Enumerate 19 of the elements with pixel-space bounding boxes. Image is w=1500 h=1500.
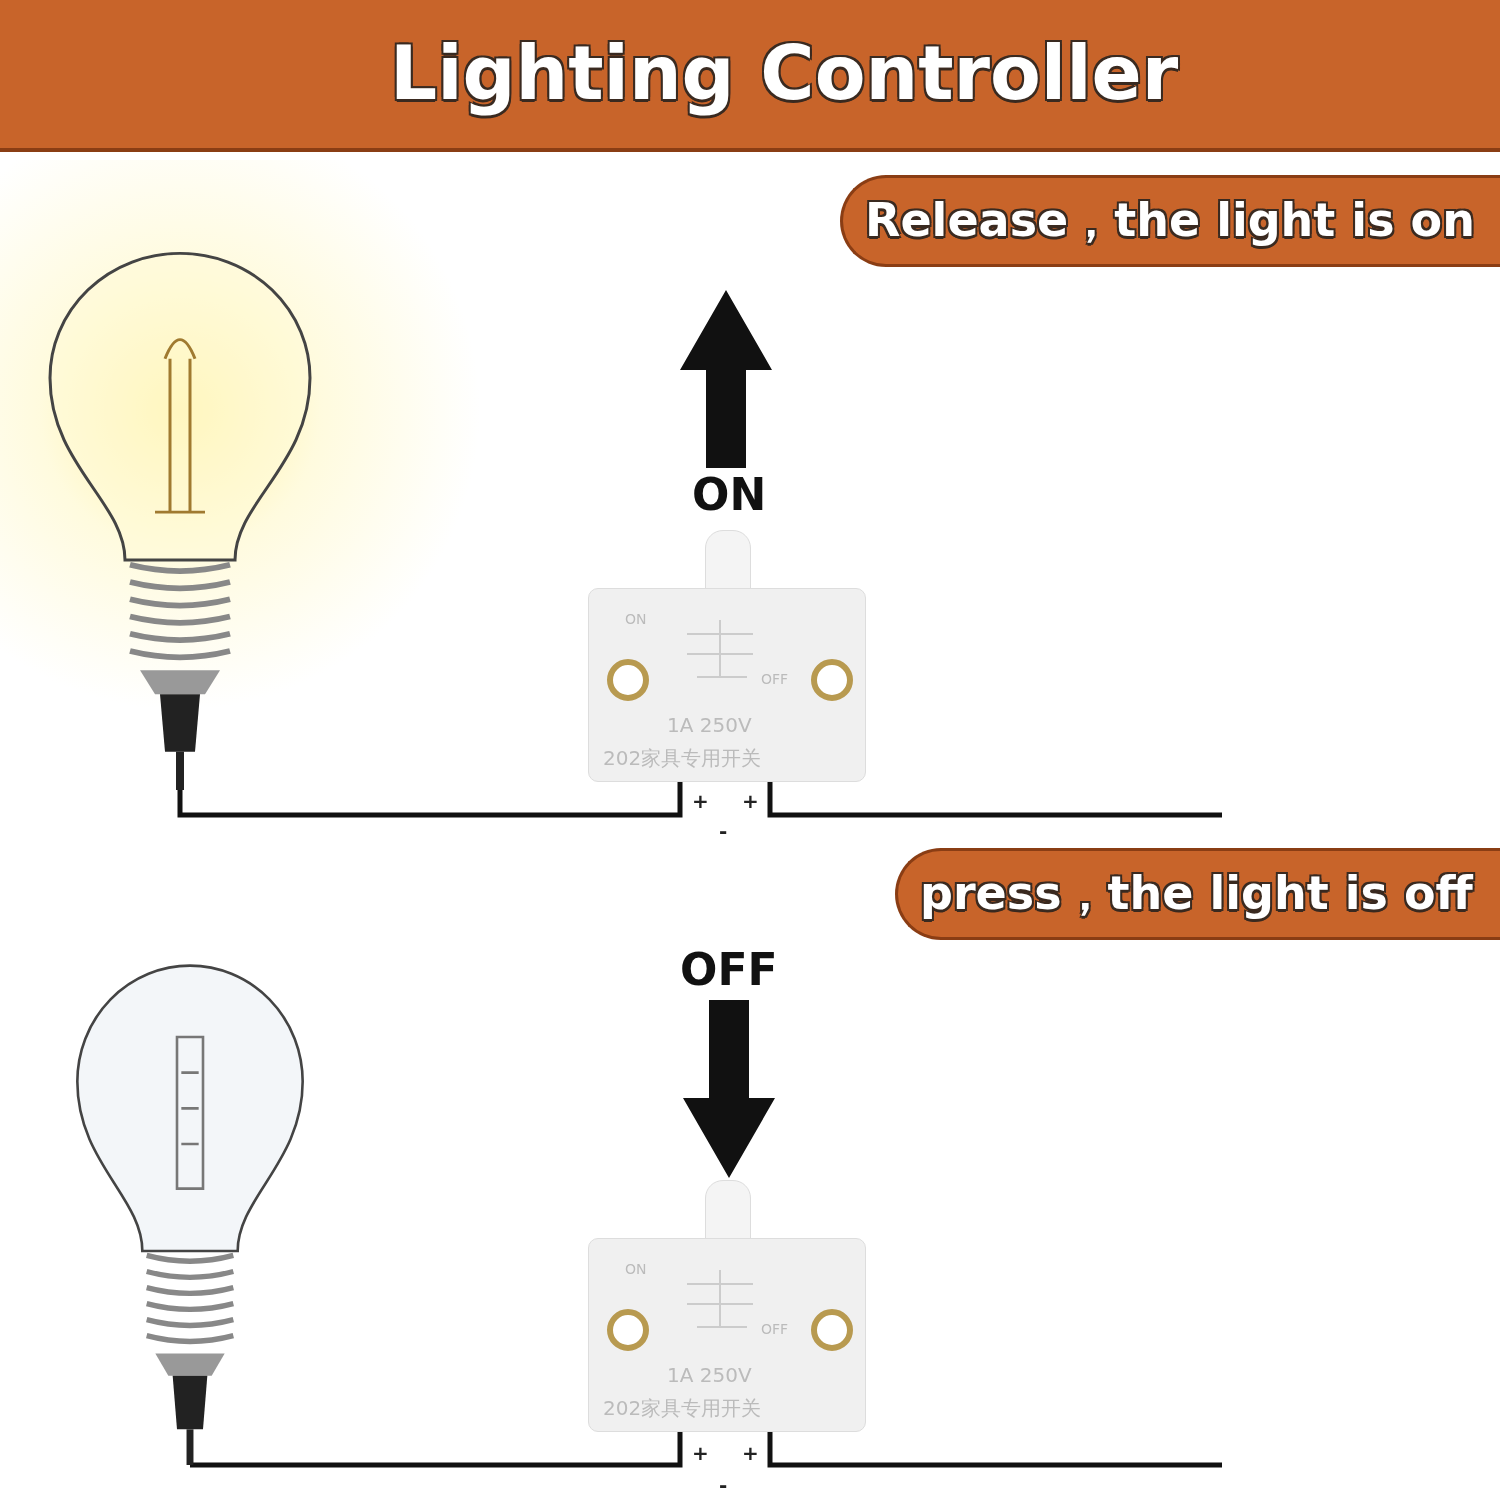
polarity-mark: - <box>719 1474 728 1496</box>
state-banner <box>840 175 1500 267</box>
polarity-mark: + <box>692 1442 709 1464</box>
state-label: OFF <box>680 945 778 995</box>
polarity-mark: + <box>692 790 709 812</box>
polarity-mark: + <box>742 1442 759 1464</box>
polarity-mark: + <box>742 790 759 812</box>
wire <box>767 1432 1225 1468</box>
state-label: ON <box>692 470 767 520</box>
banner-text: press，the light is off <box>920 865 1473 921</box>
wire <box>767 782 1225 818</box>
state-banner <box>895 848 1500 940</box>
wire <box>177 782 683 818</box>
banner-text: Release，the light is on <box>865 192 1475 248</box>
polarity-mark: - <box>719 820 728 842</box>
push-switch-drawing <box>588 1180 866 1432</box>
title: Lighting Controller <box>390 29 1179 118</box>
wire <box>187 1432 683 1468</box>
push-switch-drawing <box>588 530 866 782</box>
